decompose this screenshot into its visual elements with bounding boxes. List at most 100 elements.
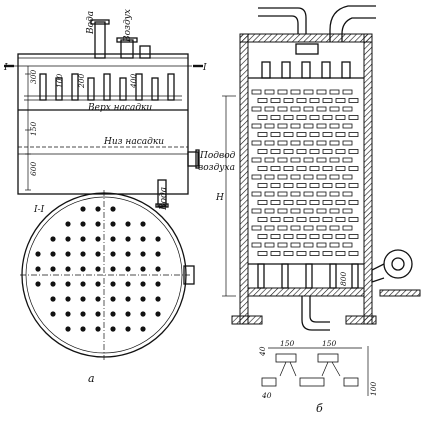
tower-right-wall	[363, 33, 373, 325]
section-mark-right: I	[202, 63, 207, 73]
packing-brick	[251, 174, 262, 180]
packing-bottom-label: Низ насадки	[103, 137, 164, 147]
packing-brick	[348, 115, 359, 120]
plan-hole	[155, 281, 161, 287]
plan-hole	[155, 266, 161, 272]
packing-brick	[322, 98, 333, 103]
packing-brick	[277, 123, 288, 129]
packing-brick	[251, 242, 262, 248]
packing-brick	[257, 234, 268, 239]
packing-brick	[309, 115, 320, 120]
packing-brick	[296, 149, 307, 154]
packing-brick	[251, 140, 262, 146]
packing-brick	[283, 115, 294, 120]
dim-400: 400	[129, 73, 138, 89]
packing-brick	[342, 106, 353, 112]
packing-brick	[342, 191, 353, 197]
packing-brick	[296, 115, 307, 120]
packing-brick	[296, 183, 307, 188]
packing-brick	[309, 166, 320, 171]
packing-brick	[335, 98, 346, 103]
packing-brick	[335, 200, 346, 205]
plan-hole	[35, 281, 41, 287]
tower-section: H 800	[215, 5, 421, 331]
packing-brick	[348, 251, 359, 256]
packing-brick	[270, 234, 281, 239]
packing-brick	[270, 166, 281, 171]
packing-brick	[316, 191, 327, 197]
packing-brick	[290, 242, 301, 248]
packing-brick	[277, 191, 288, 197]
plan-hole	[80, 266, 86, 272]
packing-brick	[264, 208, 275, 214]
packing-brick	[303, 157, 314, 163]
packing-brick	[316, 208, 327, 214]
water-label-bottom: Вода	[159, 187, 169, 211]
plan-hole	[80, 326, 86, 332]
plan-hole	[80, 251, 86, 257]
packing-brick	[277, 106, 288, 112]
packing-brick	[329, 208, 340, 214]
packing-brick	[264, 191, 275, 197]
packing-brick	[290, 191, 301, 197]
packing-brick	[316, 106, 327, 112]
packing-brick	[329, 106, 340, 112]
plan-hole	[80, 281, 86, 287]
packing-brick	[303, 89, 314, 95]
packing-brick	[322, 200, 333, 205]
packing-brick	[348, 98, 359, 103]
plan-hole	[125, 281, 131, 287]
packing-brick	[296, 132, 307, 137]
packing-brick	[309, 132, 320, 137]
packing-brick	[264, 106, 275, 112]
plan-hole	[110, 326, 116, 332]
packing-brick	[277, 89, 288, 95]
packing-brick	[329, 225, 340, 231]
packing-brick	[303, 140, 314, 146]
packing-brick	[270, 149, 281, 154]
packing-brick	[329, 123, 340, 129]
packing-brick	[348, 234, 359, 239]
plan-hole	[80, 311, 86, 317]
packing-brick	[316, 174, 327, 180]
packing-brick	[257, 200, 268, 205]
vessel-body	[17, 53, 189, 195]
plan-hole	[80, 236, 86, 242]
packing-brick	[335, 251, 346, 256]
packing-brick	[290, 174, 301, 180]
packing-brick	[322, 132, 333, 137]
packing-brick	[283, 132, 294, 137]
plan-hole	[65, 311, 71, 317]
tower-left-wall	[239, 33, 249, 325]
packing-brick	[257, 149, 268, 154]
plan-hole	[50, 236, 56, 242]
packing-brick	[309, 98, 320, 103]
packing-brick	[329, 89, 340, 95]
packing-brick	[290, 106, 301, 112]
plan-hole	[140, 326, 146, 332]
packing-brick	[309, 217, 320, 222]
plan-hole	[95, 251, 101, 257]
water-inlet-pipe	[258, 7, 307, 34]
plan-hole	[110, 296, 116, 302]
packing-brick	[257, 132, 268, 137]
packing-brick	[264, 174, 275, 180]
packing-brick	[309, 234, 320, 239]
packing-brick	[303, 123, 314, 129]
packing-brick	[283, 234, 294, 239]
plan-hole	[140, 236, 146, 242]
packing-brick	[303, 242, 314, 248]
plan-hole	[95, 266, 101, 272]
plan-hole	[125, 311, 131, 317]
detail-dim-150-left: 150	[280, 339, 295, 348]
packing-brick	[283, 217, 294, 222]
packing-brick	[290, 208, 301, 214]
packing-brick	[257, 217, 268, 222]
support-grid	[248, 263, 364, 289]
packing-brick	[251, 191, 262, 197]
air-inlet-label-1: Подвод	[199, 151, 236, 161]
packing-brick	[290, 123, 301, 129]
packing-brick	[322, 166, 333, 171]
packing-brick	[283, 149, 294, 154]
